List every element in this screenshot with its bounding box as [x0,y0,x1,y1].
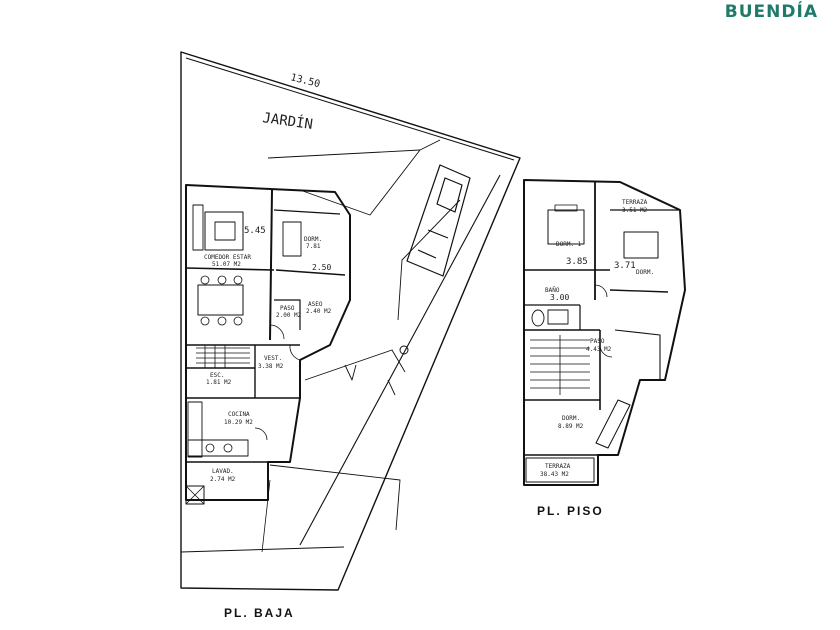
lot-inner-line [185,57,515,161]
piso-terraza-name: TERRAZA [545,463,571,470]
garden-label: JARDÍN [261,109,313,133]
piso-terraza-sup-name: TERRAZA [622,199,648,206]
room-cocina-area: 10.29 M2 [224,419,253,426]
room-vest-area: 3.38 M2 [258,363,284,370]
brand-logo: BUENDÍA [724,2,818,22]
stairs-baja [196,345,250,368]
stairs-piso [530,335,590,395]
piso-bano-area: 3.00 [550,293,569,302]
room-estar-area: 51.07 M2 [212,261,241,268]
room-aseo-name: ASEO [308,301,323,308]
car-icon [406,164,471,277]
room-vest-name: VEST. [264,355,282,362]
driveway-line [299,174,501,546]
lot-outline [180,51,521,591]
room-paso-name: PASO [280,305,295,312]
piso-dorm3-area: 8.89 M2 [558,423,584,430]
house-outline [185,184,351,501]
room-aseo-area: 2.40 M2 [306,308,332,315]
piso-dorm1-area: 3.85 [566,257,588,267]
piso-terraza-area: 38.43 M2 [540,471,569,478]
room-esc-name: ESC. [210,372,224,379]
piso-paso-area: 4.43 M2 [586,346,612,353]
room-esc-area: 1.81 M2 [206,379,232,386]
room-cocina-name: COCINA [228,411,250,418]
room-estar-name: COMEDOR ESTAR [204,254,251,261]
plan-piso [523,179,686,486]
piso-paso-name: PASO [590,338,605,345]
piso-dorm3-name: DORM. [562,415,580,422]
caption-planta-piso: PL. PISO [537,504,604,518]
room-lavad-name: LAVAD. [212,468,234,475]
piso-dorm2-area: 3.71 [614,261,636,271]
room-dorm-area: 7.81 [306,243,321,250]
caption-planta-baja: PL. BAJA [224,606,295,620]
piso-outline [523,179,686,486]
piso-dorm2-name: DORM. [636,269,654,276]
room-lavad-area: 2.74 M2 [210,476,236,483]
plan-baja [180,51,521,591]
piso-dorm1-name: DORM. 1 [556,241,582,248]
piso-bano-name: BAÑO [545,287,560,294]
piso-terraza-sup-area: 3.51 M2 [622,207,648,214]
room-dorm-name: DORM. [304,236,322,243]
mark-2: 2.50 [312,263,331,272]
room-paso-area: 2.00 M2 [276,312,302,319]
mark-1: 5.45 [244,226,266,236]
